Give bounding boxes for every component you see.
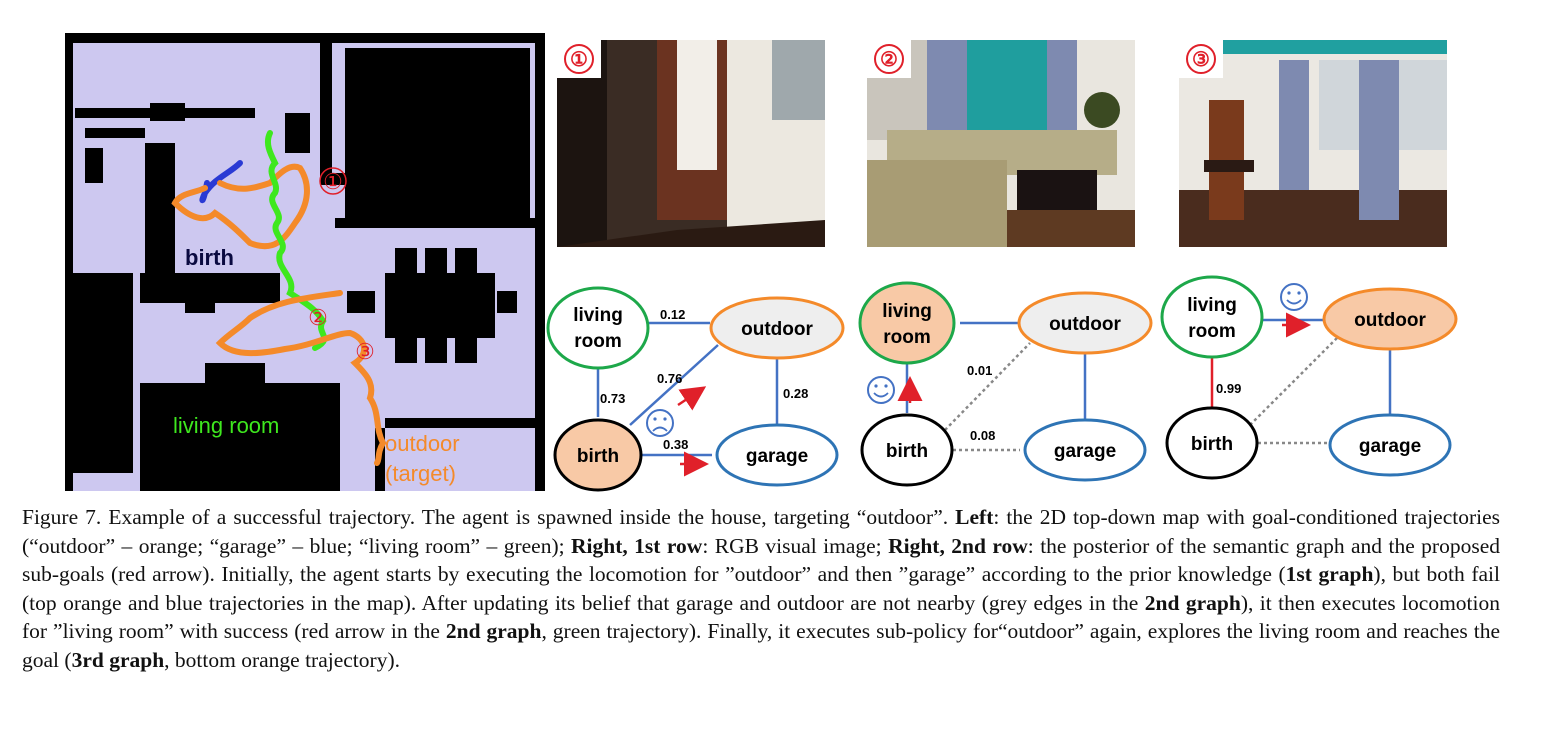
map-marker-2: ② <box>308 305 328 330</box>
view-2-number: ② <box>867 40 911 78</box>
map-label-living-room: living room <box>173 413 279 438</box>
g3-edge-living-birth: 0.99 <box>1216 381 1241 396</box>
sad-face-icon <box>646 409 674 437</box>
g1-node-garage: garage <box>746 446 808 467</box>
view-1-number: ① <box>557 40 601 78</box>
view-3-number: ③ <box>1179 40 1223 78</box>
map-walls <box>65 33 545 491</box>
g3-node-outdoor: outdoor <box>1354 310 1426 331</box>
figure-caption: Figure 7. Example of a successful trajec… <box>22 505 1500 672</box>
map-label-birth: birth <box>185 245 234 270</box>
g1-edge-outdoor-garage: 0.28 <box>783 386 808 401</box>
g2-node-garage: garage <box>1054 441 1116 462</box>
happy-face-icon <box>867 376 895 404</box>
g2-edge-birth-outdoor: 0.01 <box>967 363 992 378</box>
map-marker-1: ① <box>323 169 343 194</box>
map-label-outdoor: outdoor <box>385 431 460 456</box>
map-svg: ① ② ③ birth living room outdoor (target) <box>65 33 545 491</box>
g1-edge-living-outdoor: 0.12 <box>660 307 685 322</box>
map-marker-3: ③ <box>355 339 375 364</box>
g1-node-birth: birth <box>577 446 619 467</box>
rgb-view-1: ① <box>557 40 825 247</box>
outdoor-trajectory-bottom <box>215 290 387 466</box>
g2-node-birth: birth <box>886 441 928 462</box>
g3-node-birth: birth <box>1191 434 1233 455</box>
rgb-view-2: ② <box>867 40 1135 247</box>
outdoor-trajectory-top <box>171 163 310 250</box>
g2-node-outdoor: outdoor <box>1049 314 1121 335</box>
garage-trajectory <box>199 160 243 204</box>
g1-edge-birth-outdoor: 0.76 <box>657 371 682 386</box>
g1-edge-birth-garage: 0.38 <box>663 437 688 452</box>
g3-node-garage: garage <box>1359 436 1421 457</box>
happy-face-icon <box>1280 283 1308 311</box>
g1-edge-living-birth: 0.73 <box>600 391 625 406</box>
g1-node-outdoor: outdoor <box>741 319 813 340</box>
living-room-trajectory <box>264 130 328 351</box>
g2-edge-birth-garage: 0.08 <box>970 428 995 443</box>
rgb-view-3: ③ <box>1179 40 1447 247</box>
map-label-target: (target) <box>385 461 456 486</box>
top-down-map: ① ② ③ birth living room outdoor (target) <box>65 33 545 491</box>
